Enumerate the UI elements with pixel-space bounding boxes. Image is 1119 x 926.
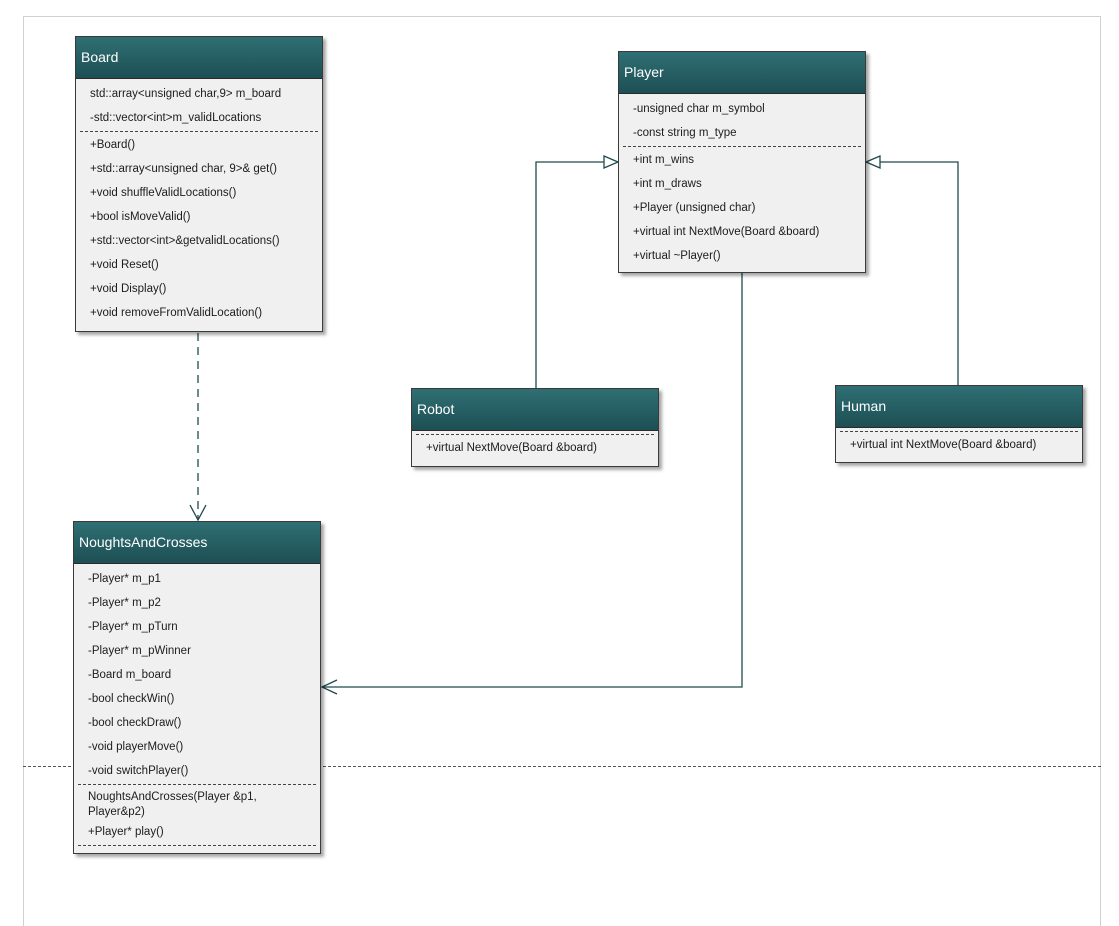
board-attributes: std::array<unsigned char,9> m_board -std… xyxy=(76,79,322,130)
human-generalization-arrowhead xyxy=(864,155,881,169)
robot-method: +virtual NextMove(Board &board) xyxy=(426,442,597,454)
noughtsandcrosses-class[interactable]: NoughtsAndCrosses -Player* m_p1 -Player*… xyxy=(73,521,321,854)
page-break-line xyxy=(23,766,1101,767)
board-method: +bool isMoveValid() xyxy=(90,211,191,223)
section-separator xyxy=(840,431,1078,432)
noughtsandcrosses-attribute: -Board m_board xyxy=(88,669,172,681)
player-method: +Player (unsigned char) xyxy=(633,202,756,214)
board-method: +void shuffleValidLocations() xyxy=(90,187,237,199)
board-method: +std::vector<int>&getvalidLocations() xyxy=(90,235,280,247)
board-method: +void removeFromValidLocation() xyxy=(90,307,263,319)
noughtsandcrosses-attribute: -Player* m_p2 xyxy=(88,597,161,609)
section-separator xyxy=(78,845,316,846)
section-separator xyxy=(78,784,316,785)
board-method: +Board() xyxy=(90,139,136,151)
noughtsandcrosses-class-name: NoughtsAndCrosses xyxy=(74,522,320,564)
noughtsandcrosses-attributes: -Player* m_p1 -Player* m_p2 -Player* m_p… xyxy=(74,564,320,783)
player-attribute: -const string m_type xyxy=(633,127,737,139)
robot-generalization-arrowhead xyxy=(603,155,620,169)
noughtsandcrosses-methods: NoughtsAndCrosses(Player &p1, Player&p2)… xyxy=(74,786,320,844)
dependency-arrowhead xyxy=(189,504,207,522)
association-arrowhead xyxy=(320,679,338,695)
human-class-name: Human xyxy=(836,386,1082,428)
human-generalization-line xyxy=(879,161,959,385)
player-method: +int m_draws xyxy=(633,178,702,190)
player-method: +virtual int NextMove(Board &board) xyxy=(633,226,820,238)
human-method: +virtual int NextMove(Board &board) xyxy=(850,439,1037,451)
section-separator xyxy=(416,434,654,435)
player-class[interactable]: Player -unsigned char m_symbol -const st… xyxy=(618,51,866,273)
player-attribute: -unsigned char m_symbol xyxy=(633,103,765,115)
board-methods: +Board() +std::array<unsigned char, 9>& … xyxy=(76,133,322,325)
board-attribute: -std::vector<int>m_validLocations xyxy=(90,112,262,124)
board-method: +std::array<unsigned char, 9>& get() xyxy=(90,163,277,175)
board-class[interactable]: Board std::array<unsigned char,9> m_boar… xyxy=(75,36,323,332)
noughtsandcrosses-attribute: -Player* m_pTurn xyxy=(88,621,178,633)
noughtsandcrosses-method: NoughtsAndCrosses(Player &p1, Player&p2) xyxy=(88,791,257,818)
player-attributes: -unsigned char m_symbol -const string m_… xyxy=(619,94,865,145)
human-class[interactable]: Human +virtual int NextMove(Board &board… xyxy=(835,385,1083,463)
noughtsandcrosses-attribute: -bool checkDraw() xyxy=(88,717,182,729)
player-methods: +int m_wins +int m_draws +Player (unsign… xyxy=(619,148,865,268)
player-class-name: Player xyxy=(619,52,865,94)
noughtsandcrosses-method: +Player* play() xyxy=(88,826,164,838)
board-method: +void Display() xyxy=(90,283,167,295)
board-class-name: Board xyxy=(76,37,322,79)
page-frame xyxy=(23,16,1101,926)
player-method: +int m_wins xyxy=(633,154,695,166)
section-separator xyxy=(80,131,318,132)
association-line xyxy=(322,273,743,688)
robot-generalization-line xyxy=(535,161,605,388)
noughtsandcrosses-attribute: -bool checkWin() xyxy=(88,693,175,705)
noughtsandcrosses-attribute: -void playerMove() xyxy=(88,741,184,753)
noughtsandcrosses-attribute: -void switchPlayer() xyxy=(88,765,189,777)
player-method: +virtual ~Player() xyxy=(633,250,721,262)
robot-class[interactable]: Robot +virtual NextMove(Board &board) xyxy=(411,388,659,467)
robot-class-name: Robot xyxy=(412,389,658,431)
noughtsandcrosses-attribute: -Player* m_pWinner xyxy=(88,645,191,657)
board-attribute: std::array<unsigned char,9> m_board xyxy=(90,88,282,100)
section-separator xyxy=(623,146,861,147)
noughtsandcrosses-attribute: -Player* m_p1 xyxy=(88,573,161,585)
board-method: +void Reset() xyxy=(90,259,159,271)
